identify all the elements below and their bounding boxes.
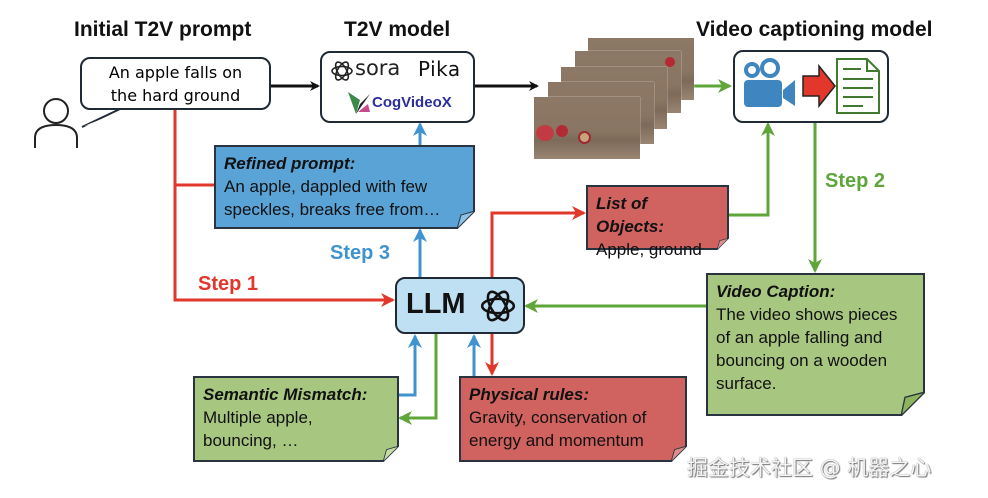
pika-logo: Pika (418, 57, 461, 81)
semantic-mismatch-line1: Multiple apple, (203, 408, 313, 427)
refined-prompt-note: Refined prompt: An apple, dappled with f… (214, 145, 475, 229)
t2v-model-title: T2V model (344, 18, 451, 41)
refined-prompt-line2: speckles, breaks free from… (224, 200, 441, 219)
openai-logo-icon (480, 290, 516, 322)
bubble-tail-icon (81, 108, 150, 128)
page-fold-icon (383, 446, 399, 462)
list-of-objects-line1: Apple, ground (596, 240, 702, 259)
initial-prompt-title: Initial T2V prompt (74, 18, 252, 41)
page-fold-icon (671, 446, 687, 462)
openai-logo-icon (331, 61, 353, 81)
physical-rules-heading: Physical rules: (469, 385, 590, 404)
arrow-llm-to-mismatch (398, 333, 438, 425)
arrow-llm-to-objects (490, 206, 586, 277)
video-caption-note: Video Caption: The video shows pieces of… (706, 273, 925, 416)
captioning-model-box (733, 50, 889, 123)
video-frame (534, 97, 640, 159)
step2-label: Step 2 (825, 170, 886, 192)
video-caption-line4: surface. (716, 374, 777, 393)
user-prompt-line1: An apple falls on (108, 63, 243, 82)
arrow-objects-to-captioner (729, 122, 775, 217)
step1-label: Step 1 (198, 273, 259, 295)
refined-prompt-heading: Refined prompt: (224, 154, 356, 173)
video-caption-line3: bouncing on a wooden (716, 351, 888, 370)
arrow-mismatch-to-llm (398, 334, 422, 397)
user-icon (34, 98, 78, 148)
document-icon (836, 58, 880, 114)
t2v-model-box: sora Pika CogVideoX (320, 51, 475, 123)
watermark: 掘金技术社区 @ 机器之心 (687, 456, 932, 480)
page-fold-icon (457, 211, 475, 229)
user-prompt-line2: the hard ground (110, 86, 241, 105)
physical-rules-note: Physical rules: Gravity, conservation of… (459, 376, 687, 462)
red-arrow-icon (802, 64, 836, 108)
physical-rules-line2: energy and momentum (469, 431, 644, 450)
captioning-model-title: Video captioning model (696, 18, 933, 41)
cogvideox-butterfly-icon (348, 92, 370, 114)
llm-label: LLM (406, 288, 466, 320)
cogvideox-logo: CogVideoX (372, 94, 452, 111)
user-prompt-bubble: An apple falls on the hard ground (80, 57, 271, 110)
physical-rules-line1: Gravity, conservation of (469, 408, 647, 427)
semantic-mismatch-heading: Semantic Mismatch: (203, 385, 368, 404)
video-caption-heading: Video Caption: (716, 282, 836, 301)
video-caption-line2: of an apple falling and (716, 328, 883, 347)
sora-logo: sora (355, 56, 401, 80)
page-fold-icon (901, 392, 925, 416)
llm-box: LLM (395, 277, 525, 334)
page-fold-icon (717, 238, 729, 250)
arrow-step1 (173, 110, 395, 307)
list-of-objects-note: List of Objects: Apple, ground (586, 185, 729, 259)
step3-label: Step 3 (330, 242, 391, 264)
semantic-mismatch-line2: bouncing, … (203, 431, 299, 450)
video-caption-line1: The video shows pieces (716, 305, 898, 324)
video-frames (534, 36, 694, 159)
semantic-mismatch-note: Semantic Mismatch: Multiple apple, bounc… (193, 376, 399, 462)
list-of-objects-heading: List of Objects: (596, 194, 665, 236)
refined-prompt-line1: An apple, dappled with few (224, 177, 428, 196)
video-camera-icon (744, 58, 795, 107)
